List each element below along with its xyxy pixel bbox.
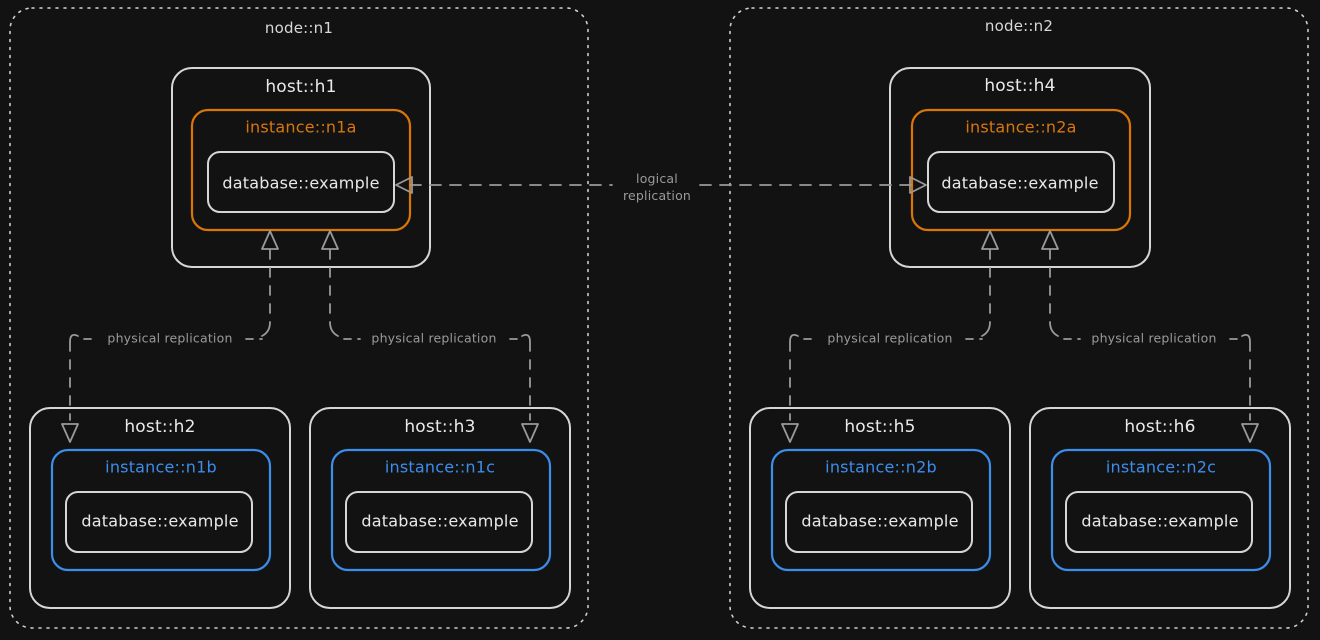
edge-physical-replication-h1-h3[interactable] [321, 230, 539, 443]
arrowhead-logical-left [395, 176, 413, 194]
arrowhead-physical-h4h6-up [1041, 230, 1059, 250]
arrowhead-physical-h1h2-up [261, 230, 279, 250]
database-box-n1c[interactable] [345, 491, 533, 553]
arrowhead-physical-h4h5-up [981, 230, 999, 250]
database-box-n1a[interactable] [207, 151, 395, 213]
edge-physical-replication-h1-h2[interactable] [61, 230, 279, 443]
edge-physical-replication-h4-h6[interactable] [1041, 230, 1259, 443]
arrowhead-logical-right [909, 176, 927, 194]
arrowhead-physical-h4h5-down [781, 423, 799, 443]
arrowhead-physical-h1h3-down [521, 423, 539, 443]
node-container-n2[interactable] [729, 7, 1309, 629]
edge-physical-replication-h4-h5[interactable] [781, 230, 999, 443]
database-box-n2a[interactable] [927, 151, 1115, 213]
arrowhead-physical-h4h6-down [1241, 423, 1259, 443]
edge-logical-replication[interactable] [395, 176, 927, 194]
arrowhead-physical-h1h3-up [321, 230, 339, 250]
database-box-n2c[interactable] [1065, 491, 1253, 553]
arrowhead-physical-h1h2-down [61, 423, 79, 443]
database-box-n2b[interactable] [785, 491, 973, 553]
database-box-n1b[interactable] [65, 491, 253, 553]
node-container-n1[interactable] [9, 7, 589, 629]
